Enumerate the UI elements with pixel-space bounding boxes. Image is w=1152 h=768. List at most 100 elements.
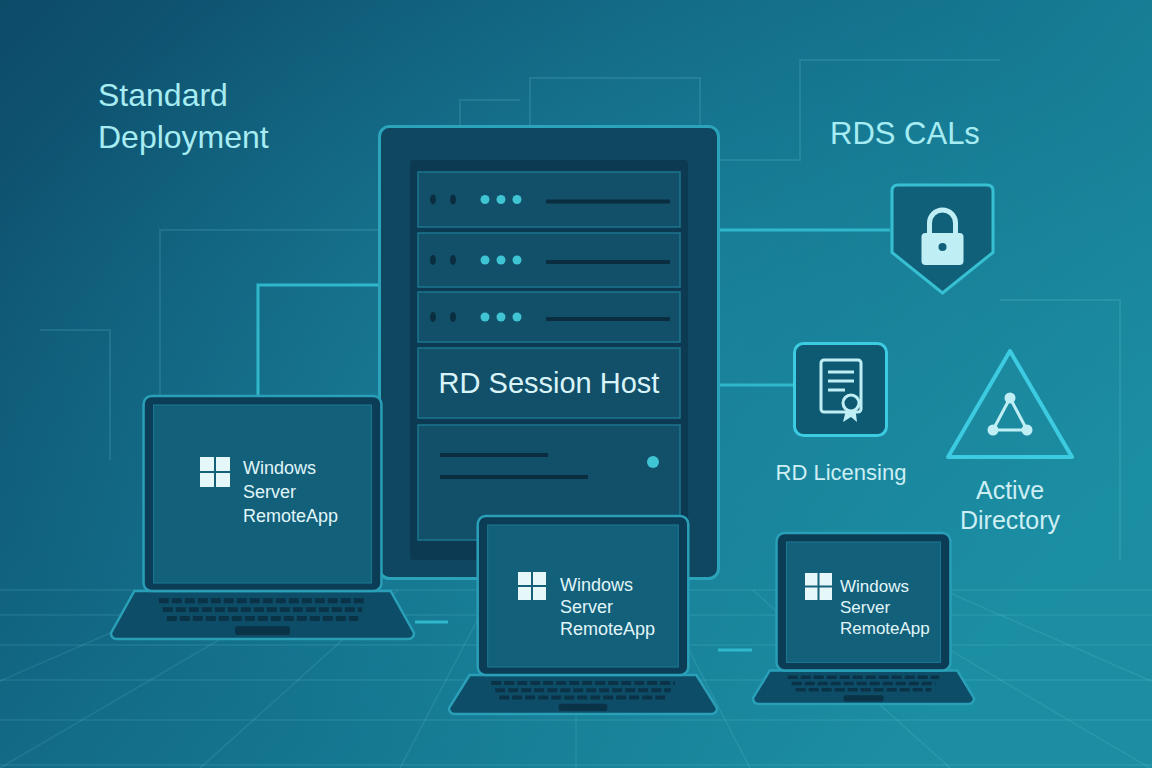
client-laptop: Windows Server RemoteApp	[752, 532, 975, 705]
logo-pane	[805, 588, 818, 601]
power-led	[647, 456, 659, 468]
licensing-frame	[795, 344, 887, 436]
node-label: RDS CALs	[830, 115, 980, 152]
node-shape	[752, 532, 975, 705]
certificate-line	[828, 389, 845, 392]
node-label: RD Session Host	[378, 366, 720, 401]
circuit-trace	[720, 60, 1000, 160]
bay-frame	[418, 292, 680, 342]
logo-pane	[533, 587, 546, 600]
diagram-title: Standard Deployment	[98, 74, 338, 158]
directory-icon: Active Directory	[945, 348, 1075, 460]
licensing-icon: RD Licensing	[793, 342, 888, 437]
client-laptop: Windows Server RemoteApp	[110, 395, 415, 640]
node-label: Windows Server RemoteApp	[840, 576, 945, 639]
keyboard-row	[792, 682, 936, 685]
laptop-lid	[777, 533, 951, 670]
bay-slot	[450, 312, 456, 322]
laptop-base	[753, 670, 974, 704]
bay-slot	[430, 312, 436, 322]
bay-frame	[418, 172, 680, 227]
lock-shackle	[930, 210, 956, 235]
laptop-lid	[144, 396, 382, 591]
connector-line	[718, 649, 752, 652]
logo-pane	[518, 587, 531, 600]
keyboard-row	[499, 695, 667, 699]
server-bay	[418, 233, 680, 287]
node-shape	[793, 342, 888, 437]
certificate-page	[821, 360, 861, 412]
bay-slot	[430, 255, 436, 265]
logo-pane	[805, 573, 818, 586]
drive-bar	[440, 475, 588, 479]
lock-keyhole	[939, 243, 947, 251]
logo-pane	[216, 457, 230, 471]
keyboard-row	[491, 681, 675, 685]
keyboard-row	[796, 688, 932, 691]
node-label: Active Directory	[940, 475, 1080, 535]
keyboard-row	[495, 688, 671, 692]
status-led	[497, 313, 506, 322]
certificate-seal	[843, 395, 859, 411]
status-led	[497, 256, 506, 265]
node-shape	[890, 183, 995, 295]
status-led	[481, 195, 490, 204]
server-body	[380, 127, 719, 579]
status-led	[513, 313, 522, 322]
bay-slot	[430, 195, 436, 205]
keyboard-row	[167, 616, 358, 621]
bay-bar	[546, 317, 670, 321]
shield-outline	[892, 185, 993, 293]
certificate-line	[828, 371, 854, 374]
directory-dot	[1022, 425, 1033, 436]
status-led	[513, 256, 522, 265]
connector-line	[720, 384, 793, 387]
laptop-base	[111, 591, 414, 639]
license-shield: RDS CALs	[890, 183, 995, 295]
bay-frame	[418, 233, 680, 287]
server-panel	[410, 160, 688, 560]
directory-dot	[988, 425, 999, 436]
server-bay	[418, 292, 680, 342]
laptop-lid	[478, 516, 689, 675]
touchpad	[235, 626, 290, 635]
logo-pane	[820, 588, 833, 601]
bay-bar	[546, 200, 670, 204]
logo-pane	[518, 572, 531, 585]
status-led	[481, 256, 490, 265]
lock-body	[922, 233, 964, 265]
windows-logo	[518, 572, 546, 600]
status-led	[513, 195, 522, 204]
laptop-base	[449, 675, 717, 714]
laptop-screen	[154, 405, 372, 583]
keyboard-row	[163, 607, 362, 612]
touchpad	[843, 695, 883, 701]
connector-line	[720, 229, 890, 232]
logo-pane	[200, 457, 214, 471]
server-node: RD Session Host	[378, 125, 720, 580]
circuit-trace	[530, 78, 700, 125]
node-label: Windows Server RemoteApp	[243, 456, 358, 528]
logo-pane	[820, 573, 833, 586]
touchpad	[559, 704, 608, 711]
circuit-trace	[40, 330, 110, 460]
status-led	[497, 195, 506, 204]
connector-line	[415, 621, 448, 624]
keyboard-row	[788, 676, 940, 679]
directory-triangle	[948, 351, 1072, 457]
bay-slot	[450, 255, 456, 265]
logo-pane	[533, 572, 546, 585]
connector-line	[258, 285, 378, 395]
client-laptop: Windows Server RemoteApp	[448, 515, 718, 715]
grid-line	[943, 590, 1152, 768]
node-shape	[378, 125, 720, 580]
logo-pane	[200, 473, 214, 487]
status-led	[481, 313, 490, 322]
bay-slot	[450, 195, 456, 205]
keyboard-row	[159, 598, 366, 603]
directory-dot	[1005, 393, 1016, 404]
